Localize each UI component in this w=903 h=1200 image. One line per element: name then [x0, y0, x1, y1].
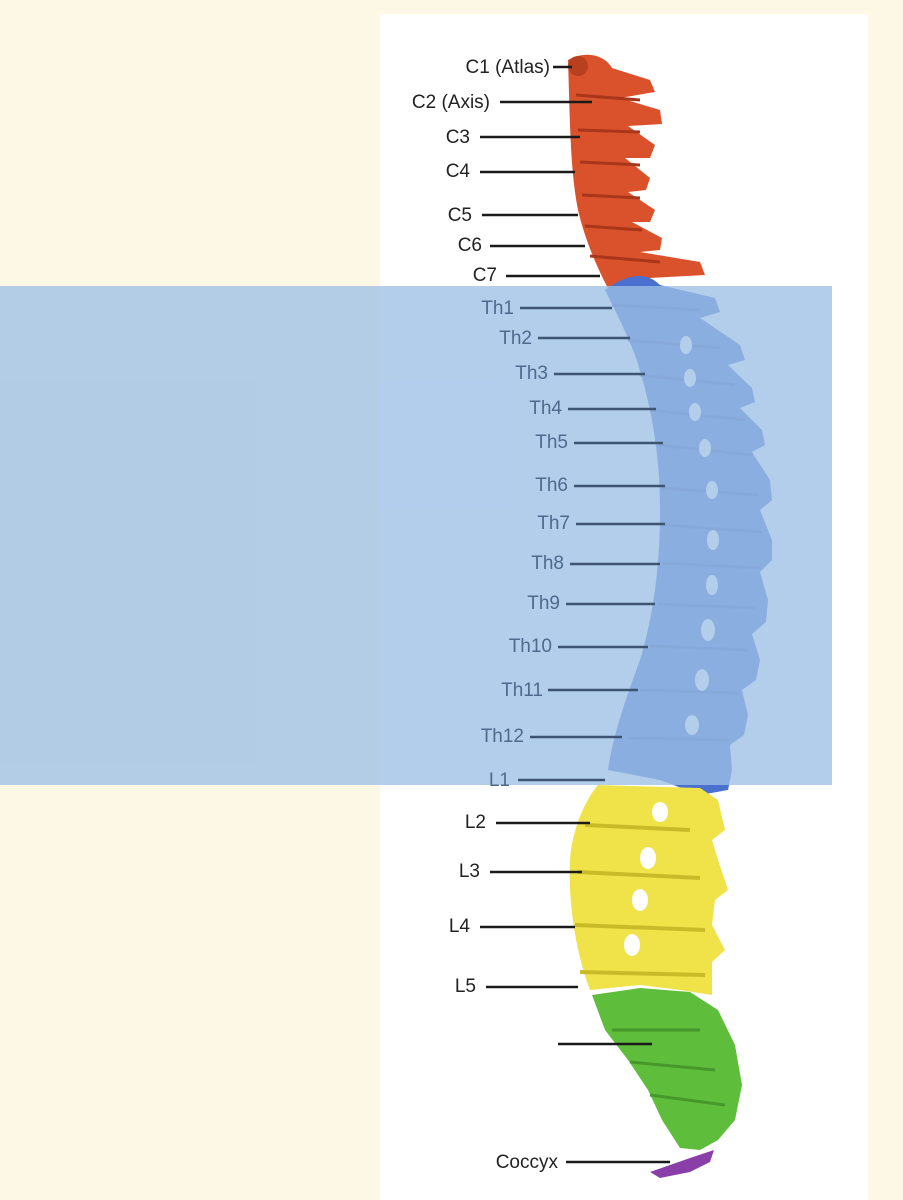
label-c5: C5	[448, 205, 472, 226]
vertebra-labels: C1 (Atlas) C2 (Axis) C3 C4 C5 C6 C7 Th1 …	[412, 57, 670, 1173]
label-l4: L4	[449, 916, 471, 937]
label-l2: L2	[465, 812, 486, 833]
cervical-region	[568, 54, 705, 293]
sacrum-region	[592, 988, 742, 1150]
label-th12: Th12	[481, 726, 524, 747]
label-th8: Th8	[531, 553, 564, 574]
label-th9: Th9	[527, 593, 560, 614]
label-l3: L3	[459, 861, 480, 882]
label-th6: Th6	[535, 475, 568, 496]
label-th7: Th7	[537, 513, 570, 534]
label-c3: C3	[446, 127, 470, 148]
label-th10: Th10	[509, 636, 552, 657]
label-th1: Th1	[481, 298, 514, 319]
label-l1: L1	[489, 770, 510, 791]
label-th2: Th2	[499, 328, 532, 349]
label-th5: Th5	[535, 432, 568, 453]
label-coccyx: Coccyx	[496, 1152, 559, 1173]
label-c6: C6	[458, 235, 482, 256]
coccyx-region	[650, 1150, 714, 1178]
label-c2: C2 (Axis)	[412, 92, 490, 113]
label-th11: Th11	[501, 680, 543, 701]
label-l5: L5	[455, 976, 476, 997]
label-th4: Th4	[529, 398, 562, 419]
label-c1: C1 (Atlas)	[466, 57, 550, 78]
thoracic-highlight-band	[0, 286, 832, 785]
label-c7: C7	[473, 265, 497, 286]
label-th3: Th3	[515, 363, 548, 384]
label-c4: C4	[446, 161, 471, 182]
lumbar-region	[569, 785, 728, 995]
